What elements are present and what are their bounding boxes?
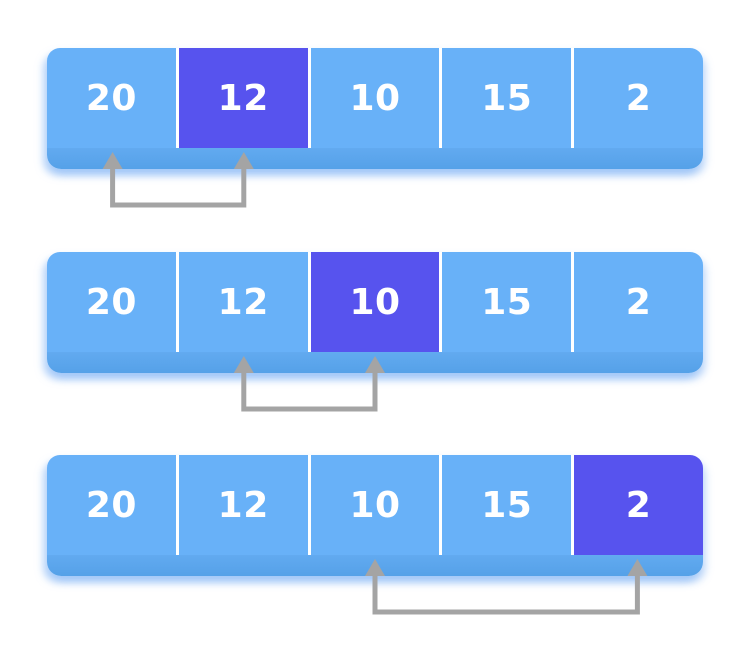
array-cells: 20 12 10 15 2 <box>47 48 703 148</box>
array-cell: 10 <box>310 455 443 555</box>
array-row: 20 12 10 15 2 <box>47 48 703 223</box>
array-cell-highlighted: 12 <box>178 48 311 148</box>
array-cell: 20 <box>47 455 179 555</box>
comparison-arrow <box>365 559 648 615</box>
array-cell: 12 <box>178 455 311 555</box>
array-cell: 15 <box>442 48 575 148</box>
array-cell: 15 <box>442 455 575 555</box>
array-cell: 12 <box>178 252 311 352</box>
array-block: 20 12 10 15 2 <box>47 48 703 169</box>
array-row: 20 12 10 15 2 <box>47 455 703 630</box>
comparison-arrow <box>102 152 254 208</box>
array-cell: 15 <box>442 252 575 352</box>
array-base-strip <box>47 148 703 169</box>
array-cell: 20 <box>47 48 179 148</box>
array-cell: 10 <box>310 48 443 148</box>
array-cells: 20 12 10 15 2 <box>47 252 703 352</box>
array-block: 20 12 10 15 2 <box>47 252 703 373</box>
comparison-arrow <box>233 356 385 412</box>
array-cell: 2 <box>574 48 703 148</box>
array-cell-highlighted: 2 <box>574 455 703 555</box>
array-cell-highlighted: 10 <box>310 252 443 352</box>
array-cell: 20 <box>47 252 179 352</box>
array-cells: 20 12 10 15 2 <box>47 455 703 555</box>
array-cell: 2 <box>574 252 703 352</box>
array-row: 20 12 10 15 2 <box>47 252 703 427</box>
